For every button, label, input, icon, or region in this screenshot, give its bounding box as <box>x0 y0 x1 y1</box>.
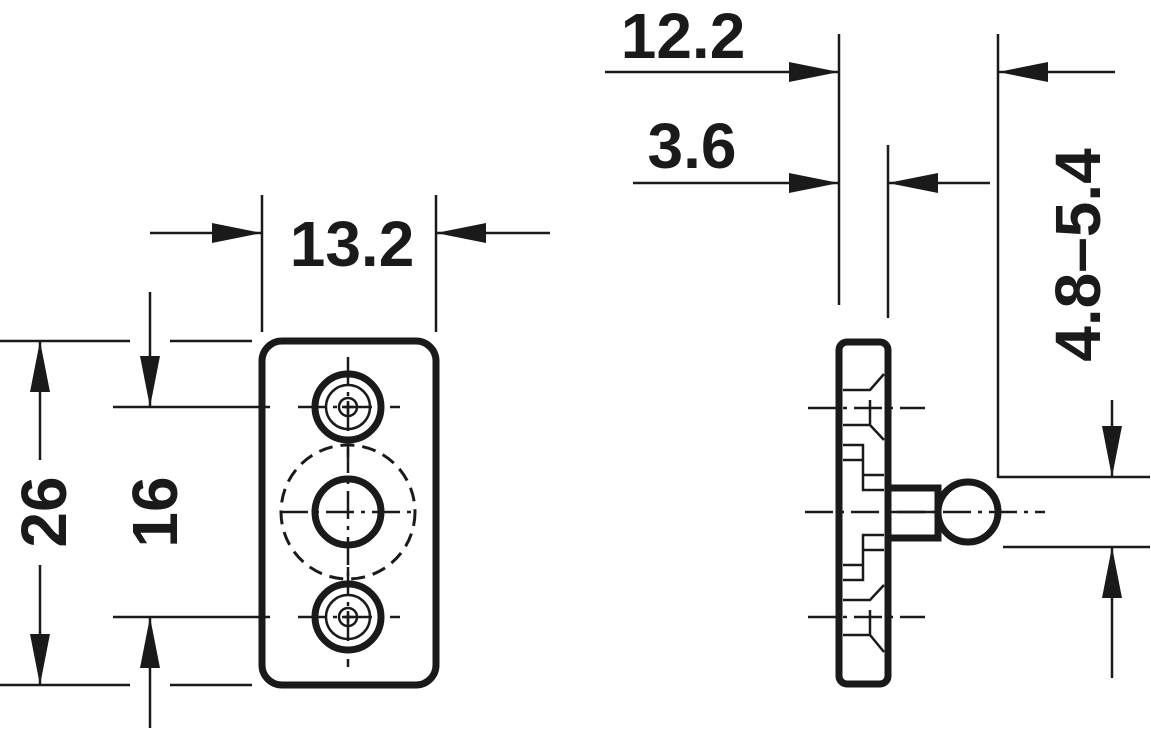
dimension-ball-offset: 4.8–5.4 <box>996 34 1150 678</box>
dimension-label-height: 26 <box>8 476 80 547</box>
dimension-overall-depth: 12.2 <box>605 0 841 305</box>
side-view: 12.2 3.6 4.8–5.4 <box>605 0 1150 688</box>
dimension-label-overall-depth: 12.2 <box>621 0 746 72</box>
dimension-label-width: 13.2 <box>290 208 415 280</box>
plate-outline <box>258 337 440 689</box>
dimension-hole-spacing: 16 <box>113 292 270 728</box>
dimension-label-hole-spacing: 16 <box>119 476 191 547</box>
dimension-label-ball-offset: 4.8–5.4 <box>1042 148 1114 362</box>
front-view: 13.2 26 16 <box>0 195 550 728</box>
screw-hole-bottom <box>298 567 400 667</box>
screw-hole-top <box>298 357 400 457</box>
dimension-width: 13.2 <box>150 195 550 332</box>
center-hole <box>279 443 418 581</box>
dimension-height: 26 <box>0 339 252 687</box>
dimension-plate-thickness: 3.6 <box>633 110 990 318</box>
dimension-label-plate-thickness: 3.6 <box>648 110 737 182</box>
